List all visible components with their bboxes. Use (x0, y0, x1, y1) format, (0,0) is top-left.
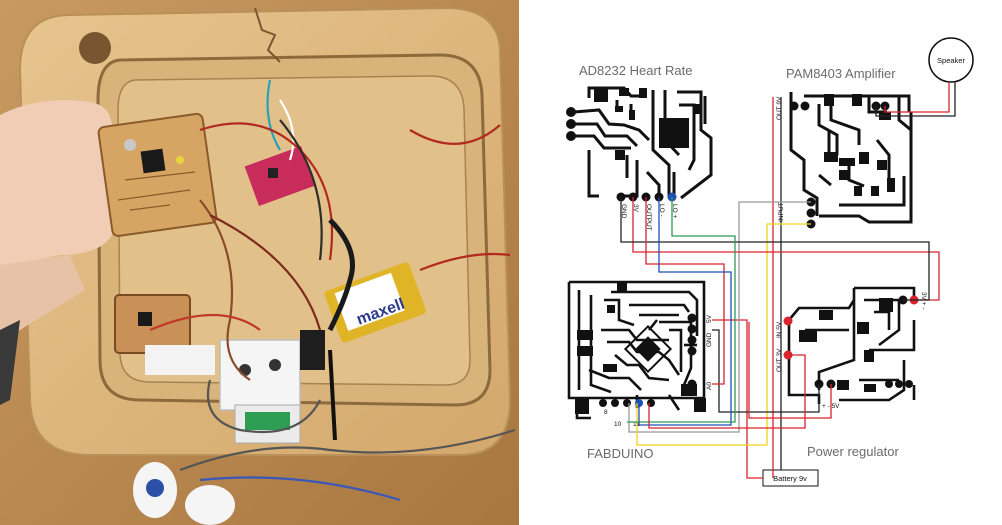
ad8232-label: AD8232 Heart Rate (579, 63, 692, 78)
regulator-board (219, 330, 325, 444)
pin-fab-10: 10 (614, 421, 622, 428)
regulator-pads (783, 295, 919, 389)
pin-lo-minus: LO - (658, 204, 665, 217)
pin-fab-a0: A0 (706, 382, 713, 390)
pin-output: OUTPUT (645, 204, 652, 231)
hand (0, 100, 112, 405)
pin-fab-8: 8 (604, 409, 608, 416)
pin-3v-plus-minus: 3V + - (920, 292, 927, 310)
wire-black-5v (712, 329, 820, 413)
pin-out-3v: OUT 3V (776, 348, 783, 372)
pin-gnd: GND (620, 204, 627, 219)
speaker-label: Speaker (937, 56, 965, 65)
wire-yellow-input (636, 223, 811, 446)
pam8403-pads (789, 101, 890, 229)
regulator-components (799, 298, 893, 392)
regulator-board-traces (787, 286, 916, 404)
wire-red-reg-5v (748, 322, 832, 419)
pin-lo-plus: LO + (671, 204, 678, 218)
wire-black-gnd (620, 197, 930, 301)
wire-speaker-black (875, 82, 956, 117)
battery-label: Battery 9v (773, 474, 807, 483)
fabduino-pcb (114, 294, 215, 375)
tray-hole (79, 32, 111, 64)
hardware-photo: maxell (0, 0, 519, 525)
electrode-pads (133, 462, 235, 525)
fabduino-label: FABDUINO (587, 446, 653, 461)
power-regulator-label: Power regulator (807, 444, 899, 459)
ecg-sensor-pcb (97, 112, 218, 237)
wire-red-output (645, 197, 725, 385)
ad8232-connector-pads (566, 107, 677, 202)
pin-in-5v: IN 5V (776, 321, 783, 338)
tray-crack (254, 7, 281, 63)
amplifier-board (244, 146, 316, 206)
pin-fab-5v: 5V (706, 314, 713, 323)
wire-red-battery (712, 319, 763, 479)
speaker: Speaker (928, 37, 974, 83)
pin-3v: 3V (632, 204, 639, 213)
connection-wires (620, 82, 956, 479)
wire-red-out3v-loop (648, 354, 806, 429)
pin-fab-gnd: GND (706, 332, 713, 347)
wire-red-3v (632, 197, 940, 301)
battery-box: Battery 9v (762, 469, 819, 487)
pin-out-9v: OUT 9V (776, 96, 783, 120)
schematic-diagram: AD8232 Heart Rate GND 3V OUTPUT LO - LO … (566, 37, 974, 487)
wire-speaker-red (884, 82, 950, 113)
ad8232-board-traces (573, 86, 713, 200)
wiring (149, 79, 516, 502)
fabduino-chip (623, 324, 673, 374)
wire-green-lo-plus (627, 197, 736, 423)
pam8403-label: PAM8403 Amplifier (786, 66, 896, 81)
circuit-schematic: AD8232 Heart Rate GND 3V OUTPUT LO - LO … (519, 0, 1002, 525)
ad8232-chip (594, 88, 702, 160)
photo-illustration: maxell (0, 0, 519, 525)
wire-blue-lo-minus (638, 197, 732, 426)
ad8232-pin-labels: GND 3V OUTPUT LO - LO + (620, 204, 678, 231)
pam8403-board-traces (789, 92, 913, 224)
